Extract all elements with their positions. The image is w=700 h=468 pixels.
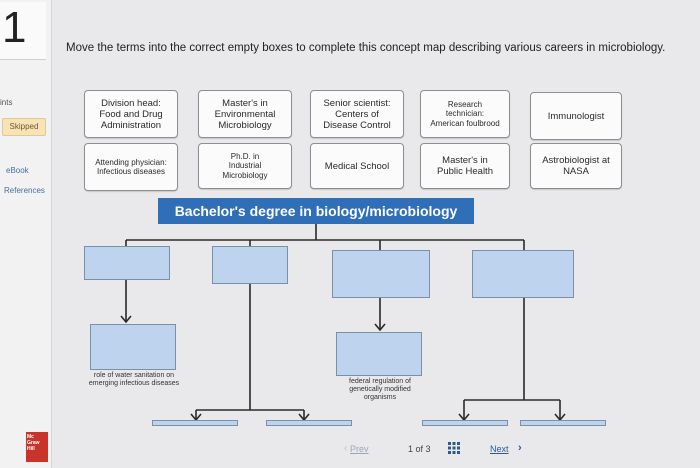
drop-box-1[interactable] [84, 246, 170, 280]
term-immunologist[interactable]: Immunologist [530, 92, 622, 140]
term-medical-school[interactable]: Medical School [310, 143, 404, 189]
mcgraw-hill-logo: Mc Graw Hill [26, 432, 48, 462]
drop-box-8[interactable] [266, 420, 352, 426]
references-link[interactable]: References [4, 186, 45, 195]
prev-button[interactable]: Prev [350, 444, 369, 454]
drop-box-4[interactable] [472, 250, 574, 298]
drop-box-10[interactable] [520, 420, 606, 426]
question-sidebar: 1 ints Skipped eBook References Mc Graw … [0, 0, 52, 468]
prev-arrow-icon[interactable]: ‹ [344, 443, 348, 454]
given-label-federal-regulation: federal regulation of genetically modifi… [349, 378, 411, 401]
ebook-link[interactable]: eBook [6, 166, 29, 175]
next-button[interactable]: Next [490, 444, 509, 454]
points-label: ints [0, 98, 13, 107]
grid-icon[interactable] [448, 442, 460, 454]
next-arrow-icon[interactable]: › [518, 442, 522, 454]
page-indicator[interactable]: 1 of 3 [408, 444, 431, 454]
skipped-status-badge: Skipped [2, 118, 46, 136]
root-concept-banner: Bachelor's degree in biology/microbiolog… [158, 198, 474, 224]
term-attending-physician-infectious-diseases[interactable]: Attending physician:Infectious diseases [84, 143, 178, 191]
question-instructions: Move the terms into the correct empty bo… [66, 42, 666, 54]
drop-box-9[interactable] [422, 420, 508, 426]
drop-box-2[interactable] [212, 246, 288, 284]
question-number[interactable]: 1 [0, 2, 46, 60]
given-label-water-sanitation: role of water sanitation on emerging inf… [88, 372, 180, 387]
drop-box-3[interactable] [332, 250, 430, 298]
drop-box-7[interactable] [152, 420, 238, 426]
drop-box-5[interactable] [90, 324, 176, 370]
drop-box-6[interactable] [336, 332, 422, 376]
